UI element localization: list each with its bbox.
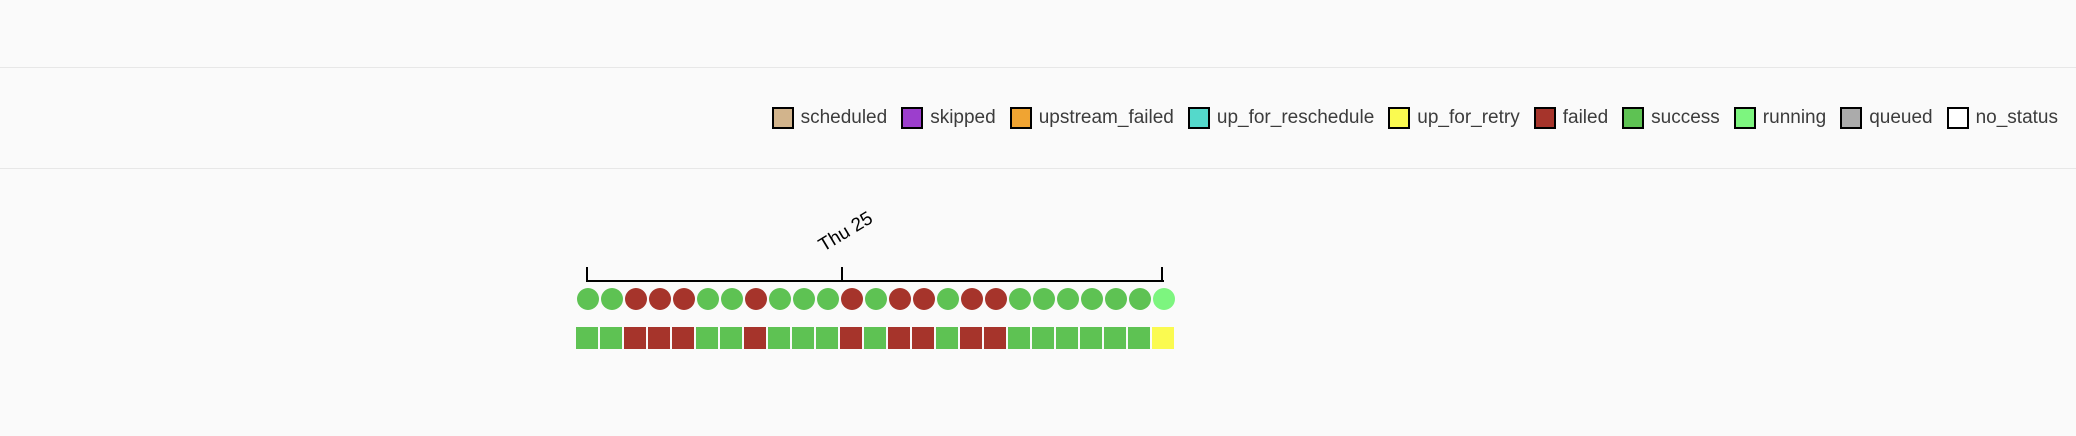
task-instance-square-success[interactable]: [1080, 327, 1102, 349]
task-instance-row: [576, 327, 1174, 349]
legend-item-up_for_reschedule: up_for_reschedule: [1187, 107, 1375, 129]
dag-run-circle-success[interactable]: [793, 288, 815, 310]
task-instance-square-failed[interactable]: [840, 327, 862, 349]
legend-item-queued: queued: [1840, 107, 1933, 129]
legend-item-success: success: [1622, 107, 1720, 129]
legend-swatch-queued: [1840, 107, 1863, 129]
top-bar: [0, 0, 2076, 68]
axis-tick-right: [1161, 267, 1163, 282]
legend-item-failed: failed: [1533, 107, 1609, 129]
task-instance-square-success[interactable]: [696, 327, 718, 349]
legend-bar: scheduled skipped upstream_failed up_for_re…: [0, 68, 2076, 169]
legend-label-up_for_reschedule: up_for_reschedule: [1216, 107, 1375, 128]
task-instance-square-success[interactable]: [1056, 327, 1078, 349]
task-instance-square-success[interactable]: [576, 327, 598, 349]
dag-run-circle-success[interactable]: [1033, 288, 1055, 310]
task-instance-square-success[interactable]: [768, 327, 790, 349]
task-instance-square-success[interactable]: [1104, 327, 1126, 349]
legend-label-queued: queued: [1869, 107, 1933, 128]
legend-item-skipped: skipped: [901, 107, 996, 129]
task-instance-square-failed[interactable]: [672, 327, 694, 349]
dag-run-circle-success[interactable]: [601, 288, 623, 310]
dag-run-circle-failed[interactable]: [841, 288, 863, 310]
axis-tick-left: [586, 267, 588, 282]
dag-run-circle-success[interactable]: [817, 288, 839, 310]
time-axis-line: [587, 280, 1164, 282]
dag-run-row: [577, 288, 1175, 310]
dag-run-circle-success[interactable]: [721, 288, 743, 310]
legend-swatch-failed: [1533, 107, 1556, 129]
dag-run-circle-failed[interactable]: [961, 288, 983, 310]
legend-item-up_for_retry: up_for_retry: [1388, 107, 1520, 129]
task-instance-square-success[interactable]: [1032, 327, 1054, 349]
dag-run-circle-success[interactable]: [577, 288, 599, 310]
dag-run-circle-failed[interactable]: [985, 288, 1007, 310]
legend-swatch-success: [1622, 107, 1645, 129]
legend-item-scheduled: scheduled: [771, 107, 888, 129]
dag-run-circle-success[interactable]: [865, 288, 887, 310]
task-instance-square-success[interactable]: [792, 327, 814, 349]
task-instance-square-failed[interactable]: [912, 327, 934, 349]
dag-run-circle-running[interactable]: [1153, 288, 1175, 310]
chart-canvas: Thu 25: [0, 169, 2076, 435]
legend-swatch-running: [1733, 107, 1756, 129]
state-legend: scheduled skipped upstream_failed up_for_re…: [771, 107, 2058, 129]
dag-run-circle-failed[interactable]: [745, 288, 767, 310]
task-instance-square-failed[interactable]: [624, 327, 646, 349]
dag-run-circle-failed[interactable]: [889, 288, 911, 310]
legend-swatch-up_for_retry: [1388, 107, 1411, 129]
legend-label-success: success: [1651, 107, 1720, 128]
task-instance-square-success[interactable]: [816, 327, 838, 349]
legend-label-running: running: [1762, 107, 1827, 128]
dag-run-circle-failed[interactable]: [673, 288, 695, 310]
legend-swatch-skipped: [901, 107, 924, 129]
task-instance-square-failed[interactable]: [984, 327, 1006, 349]
dag-run-circle-success[interactable]: [769, 288, 791, 310]
legend-swatch-upstream_failed: [1009, 107, 1032, 129]
dag-run-circle-failed[interactable]: [913, 288, 935, 310]
task-instance-square-success[interactable]: [936, 327, 958, 349]
legend-label-up_for_retry: up_for_retry: [1417, 107, 1520, 128]
legend-label-no_status: no_status: [1975, 107, 2058, 128]
task-instance-square-failed[interactable]: [960, 327, 982, 349]
dag-run-circle-success[interactable]: [1081, 288, 1103, 310]
legend-swatch-scheduled: [771, 107, 794, 129]
task-instance-square-success[interactable]: [600, 327, 622, 349]
dag-run-circle-failed[interactable]: [649, 288, 671, 310]
task-instance-square-up_for_retry[interactable]: [1152, 327, 1174, 349]
dag-run-circle-success[interactable]: [1129, 288, 1151, 310]
axis-tick-label: Thu 25: [815, 207, 877, 257]
task-instance-square-success[interactable]: [1008, 327, 1030, 349]
legend-item-running: running: [1733, 107, 1827, 129]
legend-swatch-no_status: [1946, 107, 1969, 129]
task-instance-square-failed[interactable]: [648, 327, 670, 349]
task-instance-square-failed[interactable]: [744, 327, 766, 349]
task-instance-square-failed[interactable]: [888, 327, 910, 349]
task-instance-square-success[interactable]: [1128, 327, 1150, 349]
dag-run-circle-failed[interactable]: [625, 288, 647, 310]
legend-label-scheduled: scheduled: [800, 107, 888, 128]
dag-run-circle-success[interactable]: [937, 288, 959, 310]
dag-run-circle-success[interactable]: [1105, 288, 1127, 310]
task-instance-square-success[interactable]: [720, 327, 742, 349]
axis-tick-middle: [841, 267, 843, 282]
dag-run-circle-success[interactable]: [697, 288, 719, 310]
legend-item-upstream_failed: upstream_failed: [1009, 107, 1174, 129]
dag-run-circle-success[interactable]: [1009, 288, 1031, 310]
legend-label-skipped: skipped: [930, 107, 996, 128]
legend-label-upstream_failed: upstream_failed: [1038, 107, 1174, 128]
dag-run-circle-success[interactable]: [1057, 288, 1079, 310]
legend-swatch-up_for_reschedule: [1187, 107, 1210, 129]
task-instance-square-success[interactable]: [864, 327, 886, 349]
legend-item-no_status: no_status: [1946, 107, 2058, 129]
legend-label-failed: failed: [1562, 107, 1609, 128]
